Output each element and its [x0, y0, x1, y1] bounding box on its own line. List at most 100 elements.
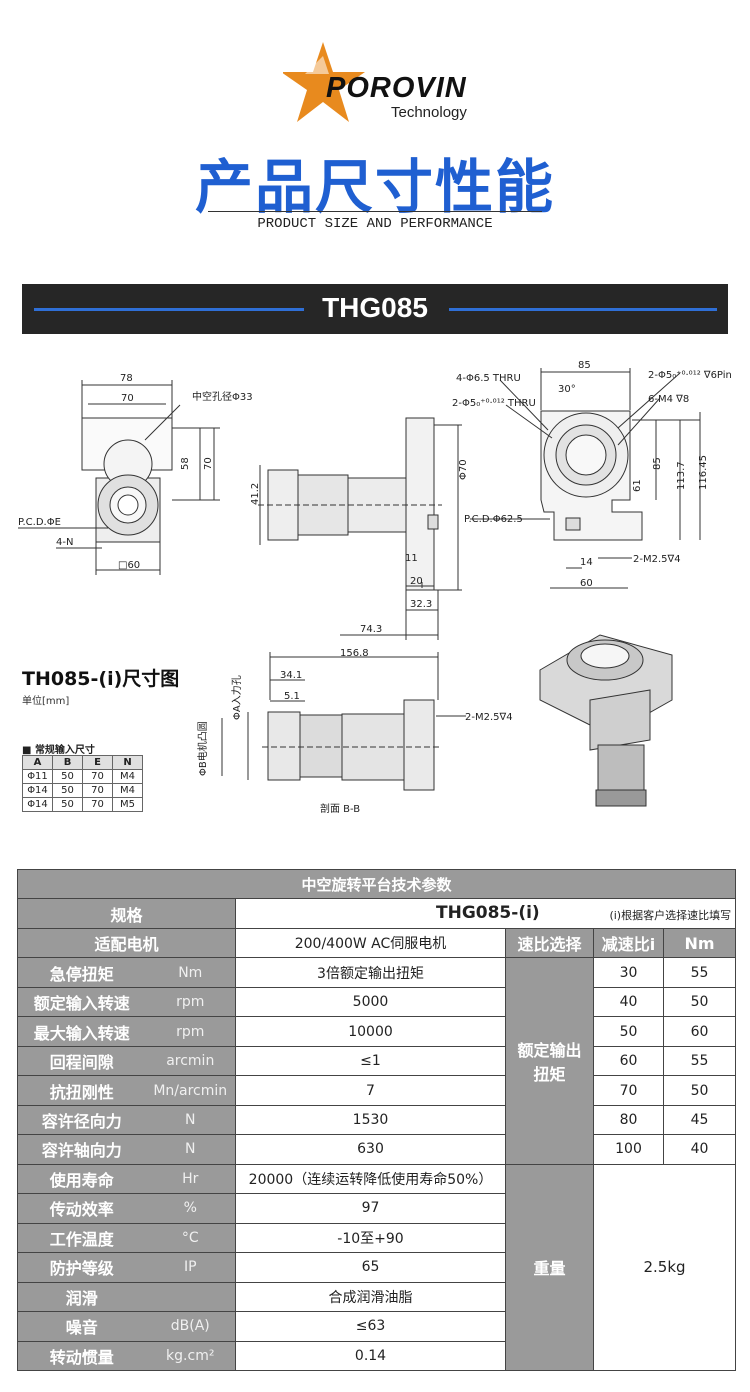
- model-label: 规格: [17, 898, 236, 929]
- sec-phib: ΦB电机凸圆: [196, 721, 209, 776]
- right-dim-60: 60: [580, 578, 593, 589]
- row-value: 1530: [235, 1104, 506, 1136]
- bar-line-right: [449, 308, 717, 311]
- torque-value: 60: [662, 1016, 737, 1047]
- row-unit: %: [145, 1193, 236, 1224]
- model-bar: THG085: [22, 284, 728, 334]
- row-label: 防护等级: [17, 1252, 146, 1283]
- row-unit: [145, 1281, 236, 1313]
- brand-name: POROVIN: [326, 72, 467, 104]
- model-value: THG085-(i): [436, 903, 540, 924]
- ratio-value: 70: [593, 1075, 664, 1106]
- nm-label: Nm: [662, 927, 737, 959]
- sec-phia: ΦA入力孔: [230, 675, 243, 720]
- row-label: 最大输入转速: [17, 1016, 146, 1047]
- right-dim-85v: 85: [652, 457, 663, 470]
- row-unit: rpm: [145, 986, 236, 1018]
- front-dim-70v: 70: [203, 457, 214, 470]
- model-note: (i)根据客户选择速比填写: [609, 909, 732, 923]
- sec-dim-5: 5.1: [284, 691, 300, 702]
- table-cell: Φ11: [22, 769, 53, 784]
- page-title: 产品尺寸性能: [194, 153, 555, 221]
- front-dim-78: 78: [120, 373, 133, 384]
- table-cell: Φ14: [22, 797, 53, 812]
- weight-label: 重量: [505, 1163, 594, 1372]
- table-row: 容许轴向力 N 630 100 40: [17, 1134, 737, 1165]
- table-cell: M4: [112, 783, 143, 798]
- input-header-n: N: [112, 755, 143, 770]
- weight-value: 2.5kg: [592, 1163, 737, 1372]
- table-row: Φ14 50 70 M5: [22, 797, 143, 812]
- right-dim-61: 61: [632, 479, 643, 492]
- row-label: 急停扭矩: [17, 957, 146, 988]
- right-hole5: 2-Φ5₀⁺⁰·⁰¹² THRU: [452, 398, 536, 409]
- front-hole-label: 中空孔径Φ33: [192, 390, 253, 403]
- front-dim-58: 58: [180, 457, 191, 470]
- side-dim-11: 11: [405, 553, 418, 564]
- input-header-b: B: [52, 755, 83, 770]
- row-label: 使用寿命: [17, 1163, 146, 1195]
- ratio-value: 50: [593, 1016, 664, 1047]
- table-cell: 70: [82, 783, 113, 798]
- row-unit: rpm: [145, 1016, 236, 1047]
- table-row: 噪音 dB(A) ≤63: [17, 1311, 736, 1342]
- motor-label: 适配电机: [17, 927, 236, 959]
- row-value: 65: [235, 1252, 506, 1283]
- model-bar-title: THG085: [322, 292, 428, 323]
- input-header-e: E: [82, 755, 113, 770]
- table-cell: 70: [82, 797, 113, 812]
- row-value: 97: [235, 1193, 506, 1224]
- table-cell: 70: [82, 769, 113, 784]
- row-label: 工作温度: [17, 1222, 146, 1254]
- sec-m25: 2-M2.5∇4: [465, 712, 513, 723]
- table-row: 回程间隙 arcmin ≤1 60 55: [17, 1045, 737, 1077]
- technical-drawing: 78 70 中空孔径Φ33 58 70 P.C.D.ΦE 4-N □60 41.…: [18, 360, 732, 815]
- row-unit: °C: [145, 1222, 236, 1254]
- row-value: 10000: [235, 1016, 506, 1047]
- table-row: 容许径向力 N 1530 80 45: [17, 1104, 737, 1136]
- torque-value: 40: [662, 1134, 737, 1165]
- torque-value: 55: [662, 1045, 737, 1077]
- ratio-value: 100: [593, 1134, 664, 1165]
- right-angle: 30°: [558, 384, 576, 395]
- row-value: 0.14: [235, 1340, 506, 1371]
- row-unit: Hr: [145, 1163, 236, 1195]
- right-view: [470, 368, 701, 589]
- dimension-unit: 单位[mm]: [22, 696, 70, 707]
- right-dim-85: 85: [578, 360, 591, 371]
- table-cell: 50: [52, 783, 83, 798]
- table-row: 急停扭矩 Nm 3倍额定输出扭矩 额定输出扭矩 30 55: [17, 957, 737, 1165]
- sec-dim-156: 156.8: [340, 648, 369, 659]
- right-pin: 2-Φ5₀⁺⁰·⁰¹² ∇6Pin: [648, 370, 732, 381]
- sec-dim-34: 34.1: [280, 670, 302, 681]
- row-unit: dB(A): [145, 1311, 236, 1342]
- table-row: 防护等级 IP 65: [17, 1252, 736, 1283]
- table-row: 最大输入转速 rpm 10000 50 60: [17, 1016, 737, 1047]
- table-cell: Φ14: [22, 783, 53, 798]
- row-unit: kg.cm²: [145, 1340, 236, 1371]
- brand-logo: POROVIN Technology: [283, 40, 483, 130]
- product-3d-image: [539, 634, 673, 807]
- row-label: 抗扭刚性: [17, 1075, 146, 1106]
- row-value: 3倍额定输出扭矩: [235, 957, 506, 988]
- row-value: 630: [235, 1134, 506, 1165]
- row-unit: Nm: [145, 957, 236, 988]
- right-hole65: 4-Φ6.5 THRU: [456, 373, 521, 384]
- input-header-a: A: [22, 755, 53, 770]
- side-phi70: Φ70: [458, 459, 469, 480]
- row-value: 20000（连续运转降低使用寿命50%）: [235, 1163, 506, 1195]
- row-value: 7: [235, 1075, 506, 1106]
- row-unit: N: [145, 1104, 236, 1136]
- front-view: [18, 380, 220, 575]
- ratio-value: 80: [593, 1104, 664, 1136]
- table-cell: 50: [52, 797, 83, 812]
- input-table-title: ■ 常规输入尺寸: [22, 745, 95, 756]
- row-value: ≤63: [235, 1311, 506, 1342]
- row-label: 容许径向力: [17, 1104, 146, 1136]
- front-pcd-label: P.C.D.ΦE: [18, 517, 61, 528]
- right-m4: 6-M4 ∇8: [648, 394, 689, 405]
- right-pcd: P.C.D.Φ62.5: [464, 514, 523, 525]
- right-dim-113: 113.7: [676, 461, 687, 490]
- torque-value: 50: [662, 986, 737, 1018]
- motor-value: 200/400W AC伺服电机: [235, 927, 506, 959]
